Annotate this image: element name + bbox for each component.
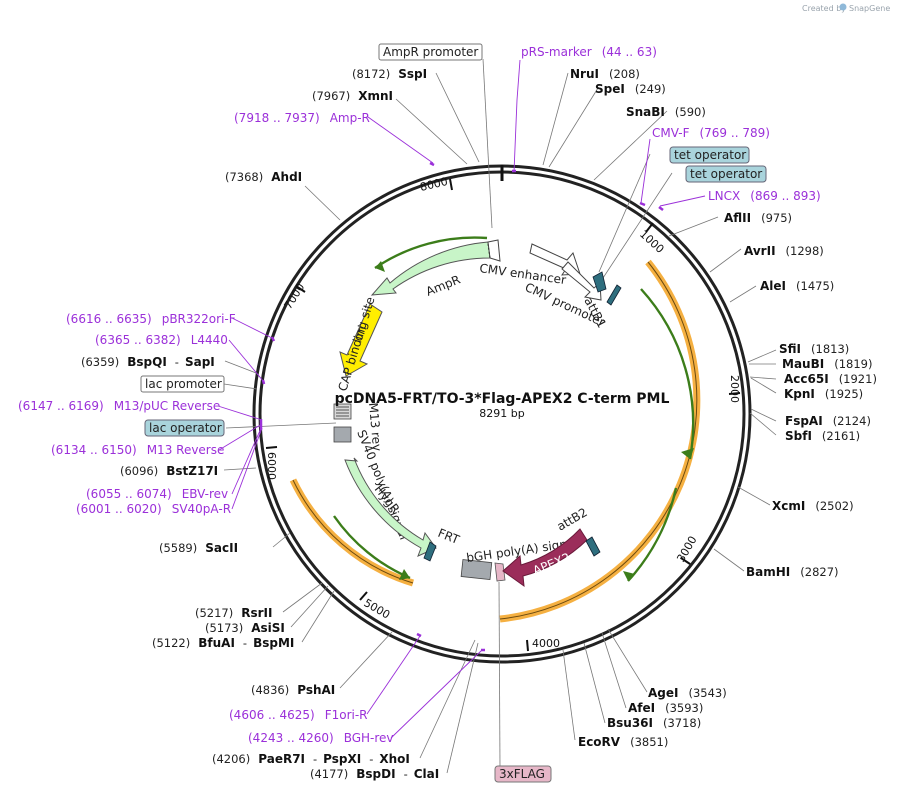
- enzyme-sacii: (5589)SacII: [159, 541, 238, 555]
- ampr-label: AmpR: [424, 272, 462, 298]
- attb2-label: attB2: [555, 505, 590, 533]
- enzyme-bsu36i: Bsu36I(3718): [607, 716, 701, 730]
- enzyme-bfuai-bspmi: (5122)BfuAI-BspMI: [152, 636, 294, 650]
- cap-site-block: [333, 426, 352, 443]
- enzyme-fspai: FspAI(2124): [785, 414, 871, 428]
- leader-lines: [223, 58, 777, 774]
- enzyme-bstz17i: (6096)BstZ17I: [120, 464, 218, 478]
- enzyme-sfii: SfiI(1813): [779, 342, 849, 356]
- tick-8000: 8000: [419, 175, 449, 194]
- brand-text: SnapGene: [849, 4, 890, 13]
- enzyme-alei: AleI(1475): [760, 279, 834, 293]
- flag-block: [494, 562, 506, 582]
- snapgene-logo-icon: [839, 3, 847, 11]
- primer-pbr322ori-f: (6616 .. 6635)pBR322ori-F: [66, 312, 236, 326]
- enzyme-ecorv: EcoRV(3851): [578, 735, 668, 749]
- enzyme-bamhi: BamHI(2827): [746, 565, 839, 579]
- primer-cmv-f: CMV-F(769 .. 789): [652, 126, 770, 140]
- tick-2000: 2000: [728, 375, 741, 403]
- enzyme-paer7i-pspxi-xhoi: (4206)PaeR7I-PspXI-XhoI: [212, 752, 410, 766]
- enzyme-rsrii: (5217)RsrII: [195, 606, 272, 620]
- enzyme-acc65i: Acc65I(1921): [784, 372, 877, 386]
- flag-label: 3xFLAG: [499, 767, 545, 781]
- m13-rev-label: M13 rev: [366, 402, 384, 452]
- enzyme-avrii: AvrII(1298): [744, 244, 824, 258]
- primer-ticks: [259, 161, 664, 652]
- lac-promoter-label: lac promoter: [145, 377, 222, 391]
- primer-leaders: [217, 59, 706, 739]
- ori-arrow: [339, 303, 383, 377]
- enzyme-maubi: MauBI(1819): [782, 357, 872, 371]
- tet-operator-label-1: tet operator: [674, 148, 746, 162]
- enzyme-spei: SpeI(249): [595, 82, 666, 96]
- enzyme-ahdi: (7368)AhdI: [225, 170, 302, 184]
- orf-arrows: [333, 236, 695, 582]
- enzyme-xcmi: XcmI(2502): [772, 499, 854, 513]
- tet-operator-box-2: [685, 165, 767, 183]
- primer-m13-puc-reverse: (6147 .. 6169)M13/pUC Reverse: [18, 399, 220, 413]
- enzyme-kpni: KpnI(1925): [784, 387, 863, 401]
- lac-promoter-box: [140, 375, 225, 393]
- tet-operator-box-1: [669, 146, 750, 164]
- cmv-enhancer-label: CMV enhancer: [479, 261, 567, 287]
- plasmid-name: pcDNA5-FRT/TO-3*Flag-APEX2 C-term PML: [335, 391, 670, 407]
- primer-amp-r: (7918 .. 7937)Amp-R: [234, 111, 370, 125]
- lac-operator-stripes: [336, 406, 349, 417]
- orf-arrowheads: [375, 261, 694, 581]
- orf-highlights: [289, 259, 701, 623]
- attb1-arrow: [606, 284, 622, 306]
- apex2-arrow: [502, 528, 588, 588]
- primer-ebv-rev: (6055 .. 6074)EBV-rev: [86, 487, 228, 501]
- cap-binding-site-label: CAP binding site: [335, 295, 377, 393]
- tick-5000: 5000: [362, 596, 393, 621]
- attb1-marker: [592, 271, 607, 293]
- enzyme-sspi: (8172)SspI: [352, 67, 427, 81]
- ampr-promoter-label: AmpR promoter: [383, 45, 478, 59]
- enzyme-pshai: (4836)PshAI: [251, 683, 335, 697]
- credit-text: Created by: [802, 4, 846, 13]
- primer-sv40pa-r: (6001 .. 6020)SV40pA-R: [76, 502, 231, 516]
- enzyme-sbfi: SbfI(2161): [785, 429, 860, 443]
- enzyme-bspdi-clai: (4177)BspDI-ClaI: [310, 767, 439, 781]
- tick-4000: 4000: [532, 637, 560, 650]
- enzyme-aflii: AflII(975): [724, 211, 792, 225]
- enzyme-snabi: SnaBI(590): [626, 105, 706, 119]
- bgh-polya-block: [460, 559, 493, 580]
- attb2-marker: [585, 536, 601, 557]
- enzyme-asisi: (5173)AsiSI: [205, 621, 285, 635]
- cmv-promoter-arrow: [561, 261, 602, 301]
- hygr-arrow: [344, 457, 437, 557]
- enzyme-bspqi-sapi: (6359)BspQI-SapI: [81, 355, 215, 369]
- tet-operator-label-2: tet operator: [690, 167, 762, 181]
- plasmid-length: 8291 bp: [479, 407, 524, 420]
- ampr-promoter-box: [378, 43, 483, 61]
- ori-label: ori: [351, 323, 370, 343]
- lac-operator-label: lac operator: [149, 421, 222, 435]
- flag-box: [494, 765, 552, 783]
- primer-prs-marker: pRS-marker(44 .. 63): [521, 45, 657, 59]
- enzyme-agei: AgeI(3543): [648, 686, 727, 700]
- lac-operator-block: [333, 403, 352, 420]
- primer-m13-reverse: (6134 .. 6150)M13 Reverse: [51, 443, 224, 457]
- primer-l4440: (6365 .. 6382)L4440: [95, 333, 228, 347]
- lac-operator-box: [144, 419, 225, 437]
- frt-label: FRT: [436, 526, 462, 547]
- enzyme-afei: AfeI(3593): [628, 701, 703, 715]
- primer-bgh-rev: (4243 .. 4260)BGH-rev: [248, 731, 394, 745]
- primer-f1ori-r: (4606 .. 4625)F1ori-R: [229, 708, 368, 722]
- ampr-arrow: [370, 241, 491, 296]
- enzyme-xmni: (7967)XmnI: [312, 89, 393, 103]
- enzyme-nrui: NruI(208): [570, 67, 640, 81]
- tick-6000: 6000: [265, 452, 278, 480]
- frt-marker: [423, 541, 437, 562]
- primer-lncx: LNCX(869 .. 893): [708, 189, 821, 203]
